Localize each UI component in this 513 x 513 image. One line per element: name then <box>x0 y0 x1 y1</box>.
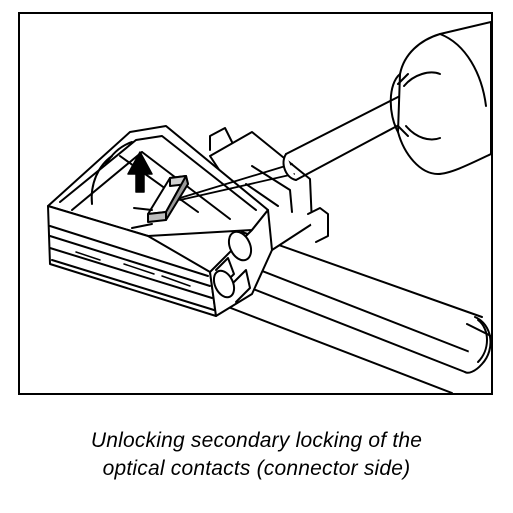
locking-slide <box>131 175 189 229</box>
figure-caption: Unlocking secondary locking of the optic… <box>0 427 513 483</box>
caption-line-1: Unlocking secondary locking of the <box>90 429 423 452</box>
connector-illustration <box>47 21 491 393</box>
optical-fiber-cable <box>209 231 491 393</box>
housing-details <box>49 135 293 311</box>
probe-tool <box>179 21 491 201</box>
caption-line-2: optical contacts (connector side) <box>102 457 411 480</box>
illustration-frame <box>18 12 493 395</box>
up-arrow-icon <box>127 151 153 193</box>
